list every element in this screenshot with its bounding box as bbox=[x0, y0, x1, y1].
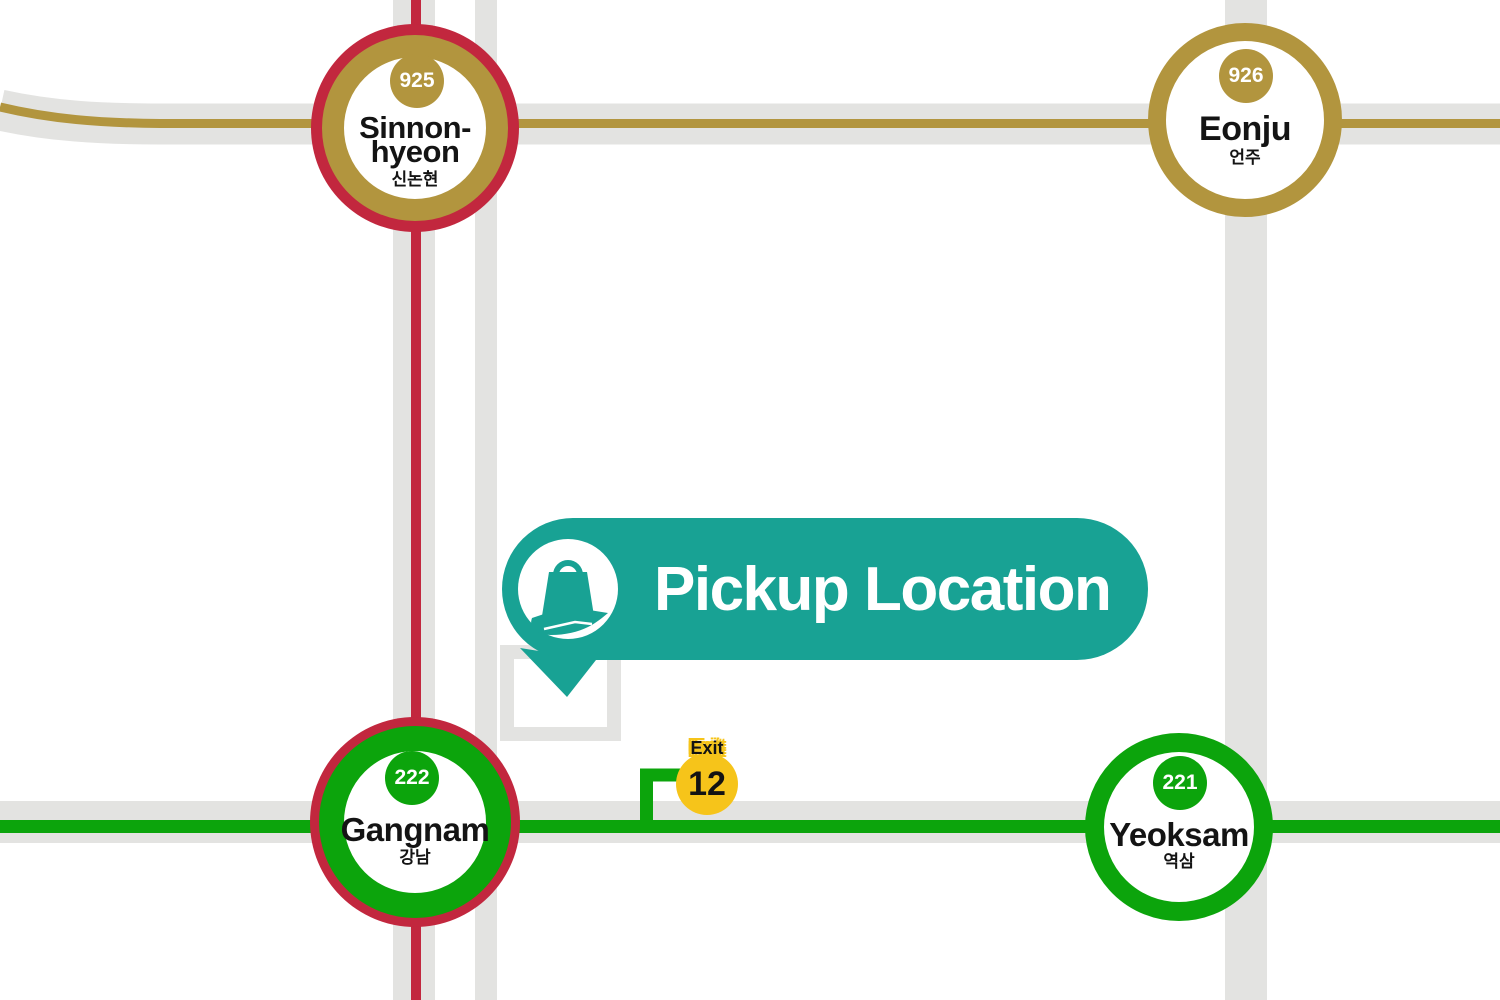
station-name-korean: 역삼 bbox=[1163, 852, 1195, 871]
station-number: 222 bbox=[394, 766, 430, 789]
station-name-korean: 언주 bbox=[1229, 148, 1261, 167]
station-number: 925 bbox=[399, 69, 435, 92]
station-marker-yeoksam: 221 Yeoksam 역삼 bbox=[1085, 733, 1273, 921]
station-name: Sinnon- hyeon bbox=[359, 110, 471, 169]
pickup-location-label: Pickup Location bbox=[654, 554, 1112, 624]
pickup-marker-tail bbox=[520, 648, 596, 697]
station-name-korean: 신논현 bbox=[391, 170, 439, 189]
station-name: Yeoksam bbox=[1109, 816, 1249, 853]
exit-12-badge: 12 Exit bbox=[676, 738, 738, 815]
line-9-gold bbox=[0, 102, 1500, 128]
exit-label: Exit bbox=[690, 738, 724, 758]
station-number-badge: 926 bbox=[1219, 49, 1273, 103]
station-number: 221 bbox=[1162, 771, 1198, 794]
station-number-badge: 221 bbox=[1153, 756, 1207, 810]
station-name-korean: 강남 bbox=[399, 848, 431, 867]
station-name: Gangnam bbox=[340, 811, 490, 848]
station-number-badge: 222 bbox=[385, 751, 439, 805]
pickup-location-marker: Pickup Location bbox=[502, 518, 1148, 660]
exit-circle bbox=[676, 753, 738, 815]
exit-number: 12 bbox=[688, 764, 726, 803]
station-marker-sinnonhyeon: 925 Sinnon- hyeon 신논현 bbox=[322, 35, 508, 221]
station-marker-eonju: 926 Eonju 언주 bbox=[1148, 23, 1342, 217]
station-number-badge: 925 bbox=[390, 54, 444, 108]
station-marker-gangnam: 222 Gangnam 강남 bbox=[319, 726, 511, 918]
station-name: Eonju bbox=[1199, 110, 1291, 148]
shopping-bag-on-hand-icon bbox=[531, 560, 608, 635]
pickup-icon-circle bbox=[518, 539, 618, 639]
station-number: 926 bbox=[1228, 64, 1264, 87]
